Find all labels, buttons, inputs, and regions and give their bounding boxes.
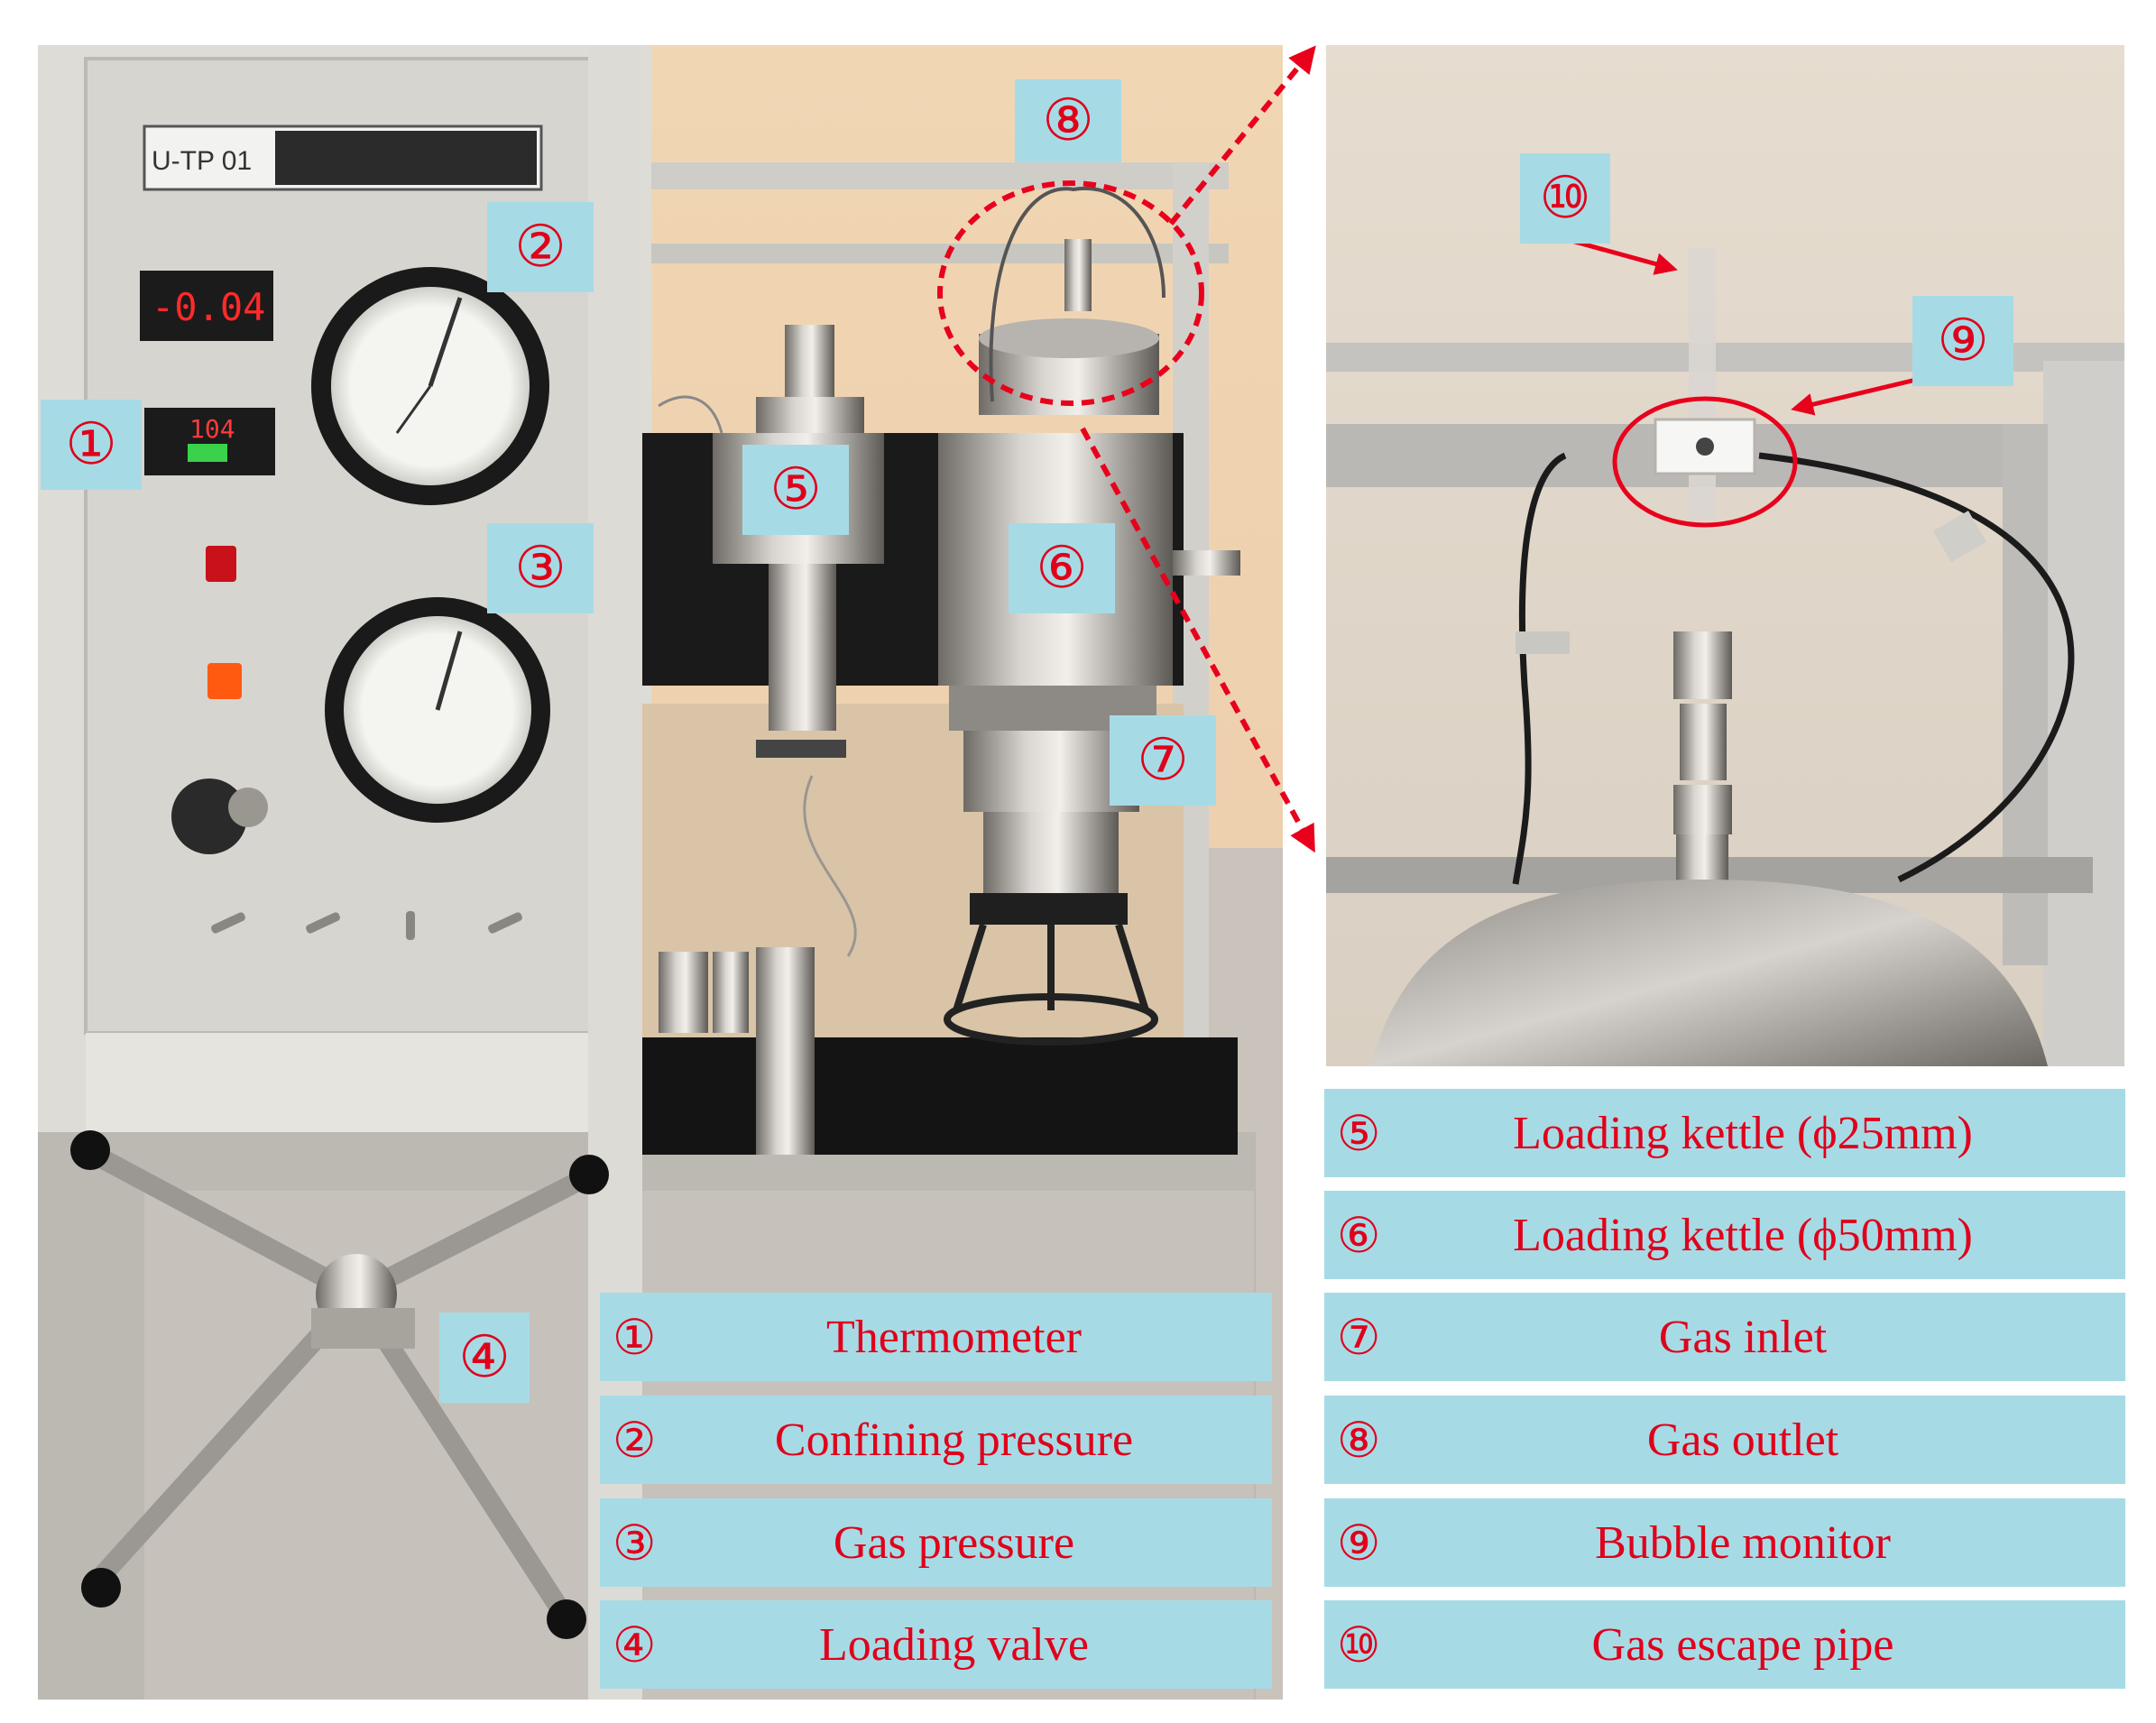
callout-8: ⑧ <box>1015 79 1121 162</box>
callout-2: ② <box>487 202 594 292</box>
legend-text: Loading kettle (ϕ50mm) <box>1513 1209 1973 1261</box>
callout-6: ⑥ <box>1009 523 1115 613</box>
legend-number: ⑨ <box>1337 1516 1381 1571</box>
callout-10: ⑩ <box>1520 153 1610 244</box>
legend-text: Gas inlet <box>1658 1311 1828 1363</box>
legend-text: Confining pressure <box>774 1414 1134 1466</box>
legend-number: ⑥ <box>1337 1208 1381 1263</box>
callout-4: ④ <box>439 1313 530 1403</box>
arrow-escape-pipe <box>1564 236 1678 275</box>
callout-9: ⑨ <box>1912 296 2013 386</box>
callout-5: ⑤ <box>742 445 849 535</box>
legend-text: Thermometer <box>826 1311 1082 1363</box>
pressure-display-readout: -0.04 <box>152 285 265 329</box>
thermometer-readout: 104 <box>189 414 235 444</box>
legend-item-thermometer: ① Thermometer <box>600 1293 1272 1381</box>
legend-text: Bubble monitor <box>1595 1516 1891 1569</box>
legend-item-gas-inlet: ⑦ Gas inlet <box>1324 1293 2125 1381</box>
legend-number: ⑩ <box>1337 1617 1381 1672</box>
legend-number: ⑧ <box>1337 1413 1381 1468</box>
legend-item-confining-pressure: ② Confining pressure <box>600 1396 1272 1484</box>
legend-item-loading-valve: ④ Loading valve <box>600 1600 1272 1689</box>
legend-text: Loading valve <box>819 1618 1089 1671</box>
legend-item-gas-outlet: ⑧ Gas outlet <box>1324 1396 2125 1484</box>
legend-number: ② <box>613 1413 657 1468</box>
legend-number: ④ <box>613 1617 657 1672</box>
zoom-arrow-bottom <box>1080 427 1315 853</box>
right-photo <box>1326 45 2124 1066</box>
legend-item-gas-pressure: ③ Gas pressure <box>600 1498 1272 1587</box>
legend-number: ⑦ <box>1337 1310 1381 1365</box>
legend-number: ⑤ <box>1337 1106 1381 1161</box>
legend-number: ① <box>613 1310 657 1365</box>
legend-item-loading-kettle-25: ⑤ Loading kettle (ϕ25mm) <box>1324 1089 2125 1177</box>
legend-text: Gas escape pipe <box>1591 1618 1894 1671</box>
legend-number: ③ <box>613 1516 657 1571</box>
panel-label: U-TP 01 <box>152 146 252 176</box>
callout-7: ⑦ <box>1110 715 1216 806</box>
legend-text: Loading kettle (ϕ25mm) <box>1513 1107 1973 1159</box>
legend-item-loading-kettle-50: ⑥ Loading kettle (ϕ50mm) <box>1324 1191 2125 1279</box>
arrow-bubble-monitor <box>1791 376 1921 416</box>
zoom-arrow-top <box>1168 45 1316 226</box>
legend-text: Gas outlet <box>1646 1414 1839 1466</box>
callout-3: ③ <box>487 523 594 613</box>
highlight-circle-dashed <box>937 180 1204 406</box>
legend-item-gas-escape-pipe: ⑩ Gas escape pipe <box>1324 1600 2125 1689</box>
legend-item-bubble-monitor: ⑨ Bubble monitor <box>1324 1498 2125 1587</box>
highlight-circle-solid <box>1612 396 1798 528</box>
legend-text: Gas pressure <box>833 1516 1075 1569</box>
callout-1: ① <box>41 400 142 490</box>
